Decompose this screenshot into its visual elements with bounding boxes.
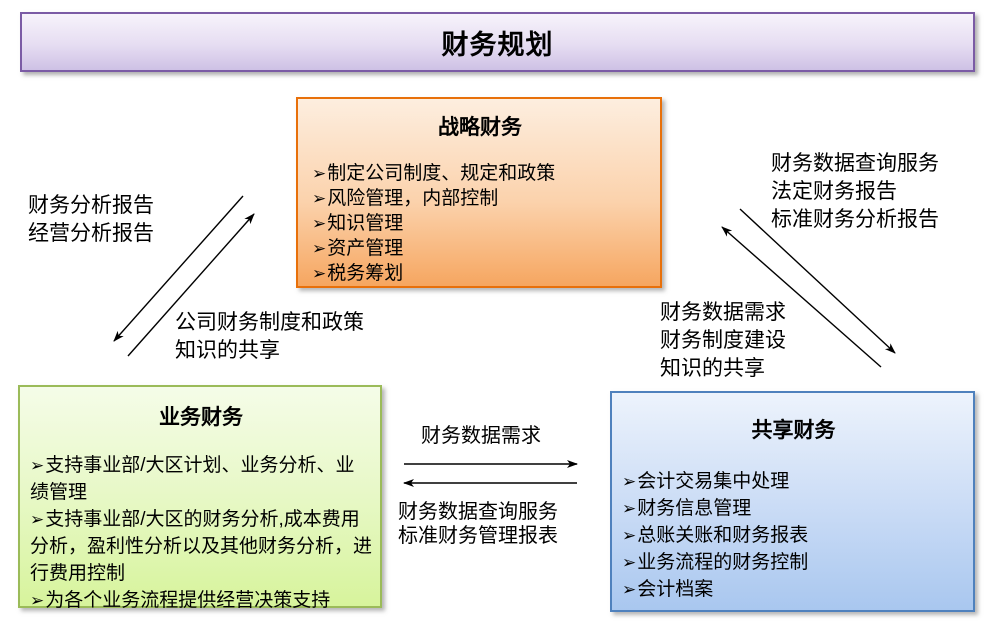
- list-item: ➢资产管理: [312, 238, 404, 259]
- list-item: ➢支持事业部/大区计划、业务分析、业绩管理: [30, 455, 355, 503]
- business-finance-box: 业务财务 ➢支持事业部/大区计划、业务分析、业绩管理 ➢支持事业部/大区的财务分析…: [18, 385, 382, 611]
- label-line: 财务制度建设: [660, 329, 786, 352]
- label-data-query-services: 财务数据查询服务法定财务报告标准财务分析报告: [771, 150, 939, 234]
- arrowhead-bullet-icon: ➢: [312, 239, 327, 258]
- list-item: ➢会计档案: [622, 579, 714, 600]
- list-item: ➢会计交易集中处理: [622, 471, 790, 492]
- page-title: 财务规划: [441, 29, 554, 60]
- label-analysis-reports: 财务分析报告经营分析报告: [28, 192, 154, 248]
- shared-finance-list: ➢会计交易集中处理 ➢财务信息管理 ➢总账关账和财务报表 ➢业务流程的财务控制 ➢会计档…: [622, 468, 965, 603]
- label-center-query-reports: 财务数据查询服务标准财务管理报表: [398, 500, 558, 548]
- arrowhead-bullet-icon: ➢: [312, 264, 327, 283]
- label-line: 标准财务分析报告: [771, 208, 939, 231]
- label-line: 财务数据查询服务: [771, 152, 939, 175]
- label-line: 法定财务报告: [771, 180, 897, 203]
- arrowhead-bullet-icon: ➢: [30, 510, 45, 529]
- label-line: 公司财务制度和政策: [175, 311, 364, 334]
- list-item: ➢知识管理: [312, 213, 404, 234]
- list-item: ➢业务流程的财务控制: [622, 552, 809, 573]
- label-center-data-need: 财务数据需求: [421, 424, 541, 448]
- label-data-needs-system: 财务数据需求财务制度建设知识的共享: [660, 299, 786, 383]
- arrowhead-bullet-icon: ➢: [312, 189, 327, 208]
- arrowhead-bullet-icon: ➢: [622, 472, 637, 491]
- arrowhead-bullet-icon: ➢: [622, 553, 637, 572]
- arrowhead-bullet-icon: ➢: [312, 164, 327, 183]
- arrowhead-bullet-icon: ➢: [622, 526, 637, 545]
- label-line: 知识的共享: [660, 357, 765, 380]
- shared-finance-box: 共享财务 ➢会计交易集中处理 ➢财务信息管理 ➢总账关账和财务报表 ➢业务流程的财务控…: [610, 391, 975, 612]
- label-line: 经营分析报告: [28, 222, 154, 245]
- arrowhead-bullet-icon: ➢: [312, 214, 327, 233]
- list-item: ➢制定公司制度、规定和政策: [312, 163, 556, 184]
- label-line: 标准财务管理报表: [398, 525, 558, 547]
- arrowhead-bullet-icon: ➢: [30, 591, 45, 610]
- list-item: ➢税务筹划: [312, 263, 404, 284]
- strategic-finance-list: ➢制定公司制度、规定和政策 ➢风险管理，内部控制 ➢知识管理 ➢资产管理 ➢税务筹划: [312, 161, 648, 286]
- label-line: 财务分析报告: [28, 194, 154, 217]
- arrowhead-bullet-icon: ➢: [30, 456, 45, 475]
- list-item: ➢为各个业务流程提供经营决策支持: [30, 590, 331, 611]
- shared-finance-title: 共享财务: [751, 419, 836, 442]
- diagram-title-banner: 财务规划: [20, 12, 975, 72]
- label-line: 知识的共享: [175, 339, 280, 362]
- arrowhead-bullet-icon: ➢: [622, 580, 637, 599]
- strategic-finance-box: 战略财务 ➢制定公司制度、规定和政策 ➢风险管理，内部控制 ➢知识管理 ➢资产管理 ➢税…: [296, 97, 662, 288]
- business-finance-list: ➢支持事业部/大区计划、业务分析、业绩管理 ➢支持事业部/大区的财务分析,成本费用…: [30, 452, 372, 614]
- list-item: ➢财务信息管理: [622, 498, 752, 519]
- label-line: 财务数据需求: [421, 425, 541, 447]
- list-item: ➢总账关账和财务报表: [622, 525, 809, 546]
- arrowhead-bullet-icon: ➢: [622, 499, 637, 518]
- strategic-finance-title: 战略财务: [438, 116, 522, 139]
- list-item: ➢风险管理，内部控制: [312, 188, 499, 209]
- label-line: 财务数据需求: [660, 301, 786, 324]
- list-item: ➢支持事业部/大区的财务分析,成本费用分析，盈利性分析以及其他财务分析，进行费用…: [30, 509, 373, 584]
- label-policy-knowledge-sharing: 公司财务制度和政策知识的共享: [175, 309, 364, 365]
- business-finance-title: 业务财务: [159, 406, 243, 429]
- label-line: 财务数据查询服务: [398, 501, 558, 523]
